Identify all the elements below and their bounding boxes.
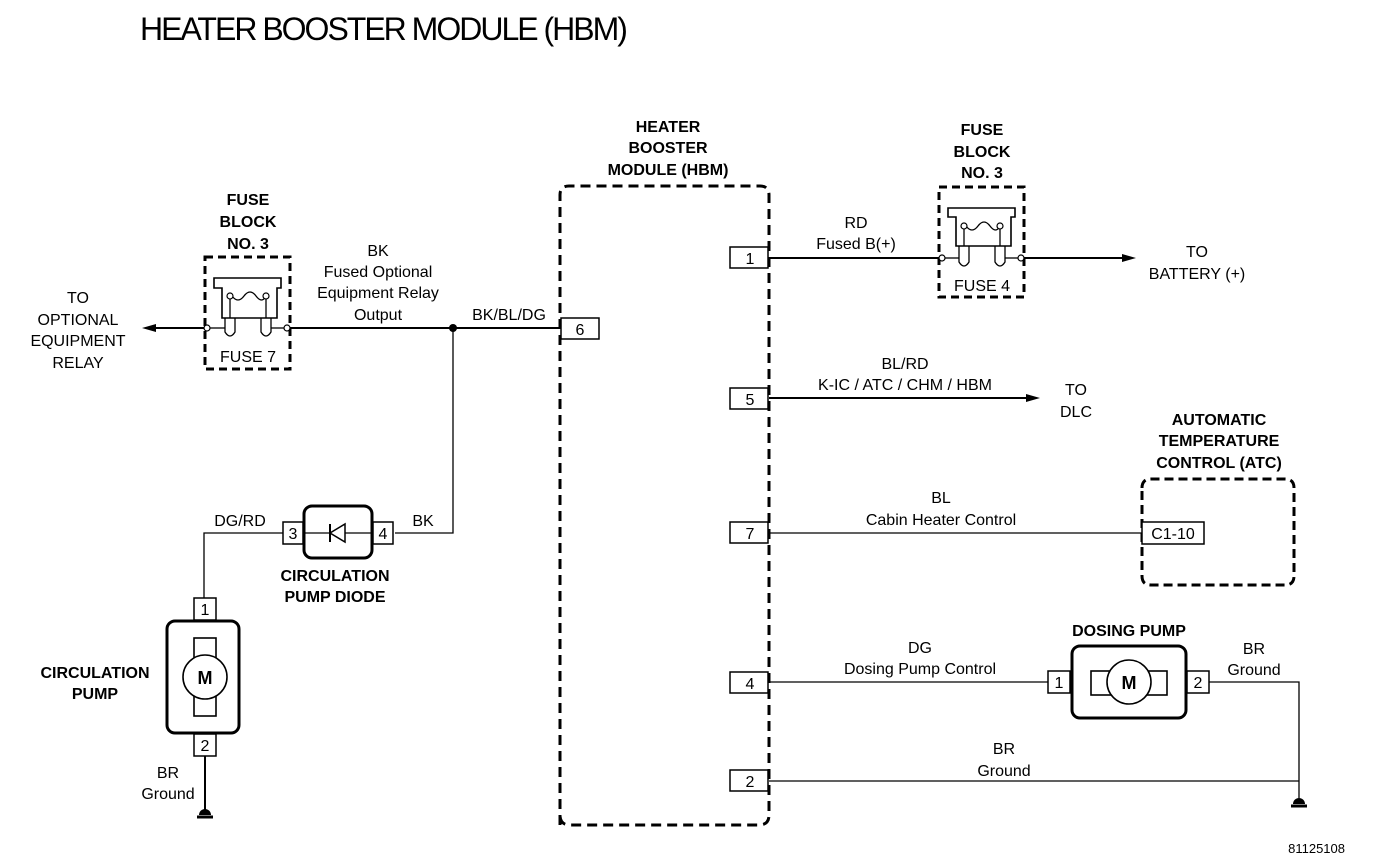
svg-text:DG/RD: DG/RD [214,513,266,530]
atc-pin: C1-10 [1151,526,1195,543]
svg-text:BR: BR [1243,641,1265,658]
svg-text:NO. 3: NO. 3 [227,236,269,253]
wire-splice-to-diode [395,328,454,534]
svg-text:RD: RD [844,215,867,232]
svg-text:2: 2 [746,774,755,791]
svg-text:1: 1 [746,251,755,268]
svg-text:6: 6 [576,322,585,339]
svg-text:TO: TO [67,290,89,307]
wire-pin6-splice-color: BK/BL/DG [472,307,546,324]
fuse-4-label: FUSE 4 [954,278,1010,295]
circulation-pump-diode: 3 4 CIRCULATION PUMP DIODE [280,504,394,606]
svg-text:M: M [198,668,213,688]
svg-text:BL/RD: BL/RD [881,356,928,373]
svg-text:EQUIPMENT: EQUIPMENT [30,333,125,350]
svg-text:DOSING PUMP: DOSING PUMP [1072,623,1186,640]
arrow-right-icon [1122,254,1136,262]
svg-text:BATTERY (+): BATTERY (+) [1149,266,1245,283]
svg-text:BK: BK [412,513,434,530]
hbm-pin-1: 1 [729,246,769,269]
fuse-block-right: FUSE BLOCK NO. 3 FUSE 4 [937,122,1026,299]
motor-icon: M [182,637,228,717]
svg-text:1: 1 [201,602,210,619]
svg-text:Fused Optional: Fused Optional [324,264,433,281]
wire-diode-to-pump [203,532,283,600]
svg-text:4: 4 [746,676,755,693]
svg-text:OPTIONAL: OPTIONAL [38,312,119,329]
hbm-pin-4: 4 [729,671,769,694]
fuse-7-label: FUSE 7 [220,349,276,366]
svg-text:TO: TO [1186,244,1208,261]
arrow-right-icon [1026,394,1040,402]
svg-text:BLOCK: BLOCK [954,144,1011,161]
diagram-title: HEATER BOOSTER MODULE (HBM) [140,11,626,47]
hbm-label-3: MODULE (HBM) [608,162,729,179]
dlc-destination-2: DLC [1060,404,1092,421]
svg-text:AUTOMATIC: AUTOMATIC [1172,412,1267,429]
svg-text:RELAY: RELAY [52,355,104,372]
svg-text:2: 2 [201,738,210,755]
svg-text:BR: BR [993,741,1015,758]
svg-text:Ground: Ground [1227,662,1280,679]
svg-text:BR: BR [157,765,179,782]
svg-text:7: 7 [746,526,755,543]
arrow-left-icon [142,324,156,332]
svg-text:BL: BL [931,490,951,507]
svg-text:Equipment Relay: Equipment Relay [317,285,439,302]
fuse-icon [203,277,291,337]
dosing-pump: DOSING PUMP 1 M 2 [1047,623,1210,720]
svg-text:K-IC / ATC / CHM / HBM: K-IC / ATC / CHM / HBM [818,377,992,394]
svg-text:Cabin Heater Control: Cabin Heater Control [866,512,1016,529]
motor-icon: M [1090,659,1168,705]
ground-icon [1291,798,1307,808]
svg-text:Fused B(+): Fused B(+) [816,236,896,253]
circulation-pump: 1 M 2 CIRCULATION PUMP [40,597,241,757]
svg-text:FUSE: FUSE [961,122,1004,139]
fuse-icon [938,207,1025,267]
ground-icon [197,809,213,819]
svg-text:BLOCK: BLOCK [220,214,277,231]
hbm-pin-6: 6 [560,317,600,340]
hbm-pin-2: 2 [729,769,769,792]
atc-module: AUTOMATIC TEMPERATURE CONTROL (ATC) C1-1… [1140,412,1296,587]
hbm-pin-7: 7 [729,521,769,544]
hbm-pin-5: 5 [729,387,769,410]
svg-text:DG: DG [908,640,932,657]
svg-text:M: M [1122,673,1137,693]
svg-text:3: 3 [289,526,298,543]
figure-id: 81125108 [1288,841,1345,856]
wire-dosing-ground [1209,681,1300,798]
hbm-boundary [558,184,771,827]
hbm-label-1: HEATER [636,119,701,136]
svg-text:Dosing Pump Control: Dosing Pump Control [844,661,996,678]
diode-icon [304,522,372,544]
battery-destination: TO BATTERY (+) [1149,244,1245,283]
svg-text:CIRCULATION: CIRCULATION [280,568,389,585]
svg-text:FUSE: FUSE [227,192,270,209]
svg-text:Ground: Ground [141,786,194,803]
wire-pin6-color: BK [367,243,389,260]
svg-text:4: 4 [379,526,388,543]
svg-text:CONTROL (ATC): CONTROL (ATC) [1156,455,1282,472]
svg-text:CIRCULATION: CIRCULATION [40,665,149,682]
svg-text:Ground: Ground [977,763,1030,780]
fuse-block-left: FUSE BLOCK NO. 3 FUSE 7 [203,192,292,371]
svg-text:TEMPERATURE: TEMPERATURE [1159,433,1280,450]
hbm-module: HEATER BOOSTER MODULE (HBM) [558,119,771,827]
dlc-destination-1: TO [1065,382,1087,399]
svg-text:NO. 3: NO. 3 [961,165,1003,182]
svg-text:5: 5 [746,392,755,409]
optional-equipment-relay-destination: TO OPTIONAL EQUIPMENT RELAY [30,290,125,372]
svg-text:PUMP DIODE: PUMP DIODE [284,589,385,606]
hbm-label-2: BOOSTER [628,140,708,157]
svg-text:Output: Output [354,307,403,324]
svg-text:PUMP: PUMP [72,686,119,703]
svg-text:1: 1 [1055,675,1064,692]
svg-text:2: 2 [1194,675,1203,692]
